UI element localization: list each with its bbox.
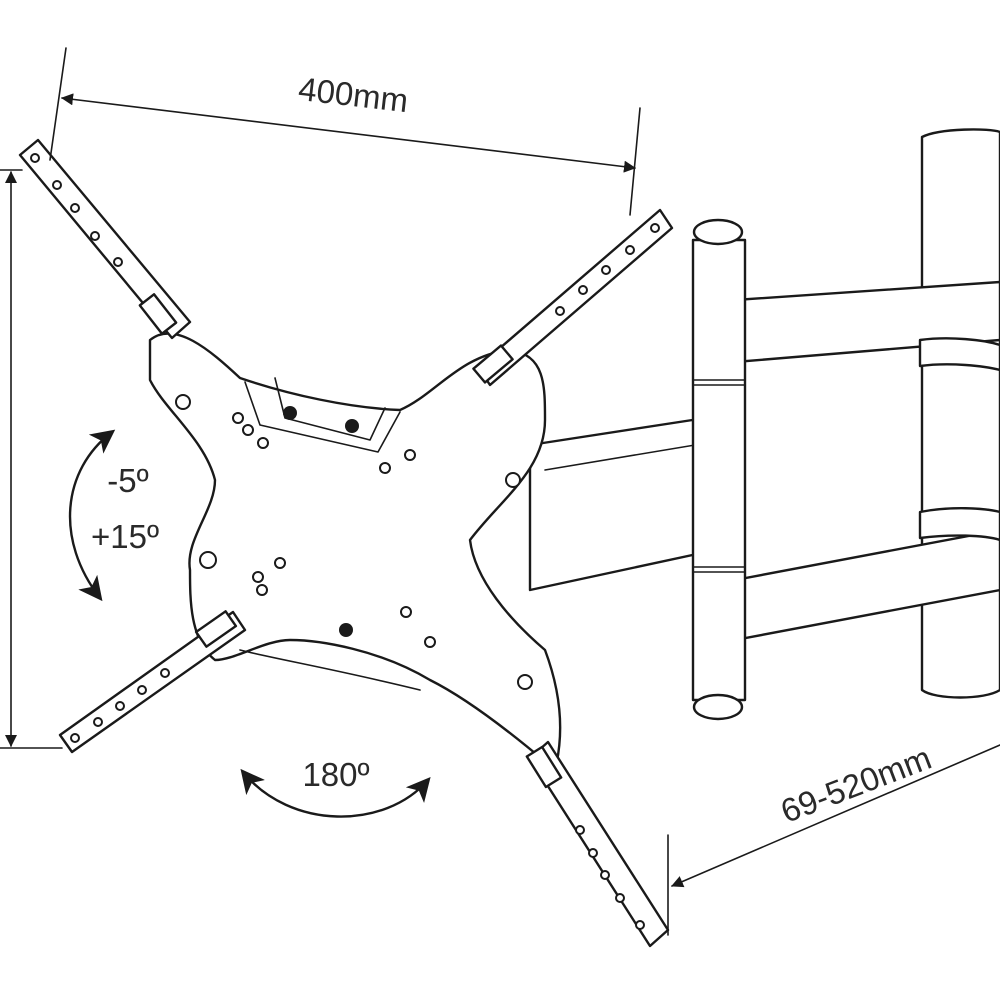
tilt-indicator: -5º +15º	[68, 429, 159, 602]
vesa-mounting-plate	[148, 332, 562, 772]
tilt-up-label: +15º	[91, 518, 159, 555]
swivel-label: 180º	[302, 756, 369, 793]
width-dimension: 400mm	[49, 47, 641, 216]
bracket-top-left	[18, 138, 192, 340]
extension-label: 69-520mm	[776, 739, 937, 830]
bracket-bottom-left	[58, 610, 247, 754]
wall-plate	[920, 128, 1000, 699]
bracket-top-right	[472, 208, 674, 387]
bracket-bottom-right	[525, 740, 670, 948]
pivot-column	[691, 218, 747, 721]
width-label: 400mm	[297, 70, 411, 119]
swivel-indicator: 180º	[240, 756, 431, 818]
height-dimension	[0, 169, 63, 749]
tilt-down-label: -5º	[107, 462, 148, 499]
extension-dimension: 69-520mm	[667, 739, 1000, 936]
articulating-arm-upper	[733, 280, 1000, 372]
